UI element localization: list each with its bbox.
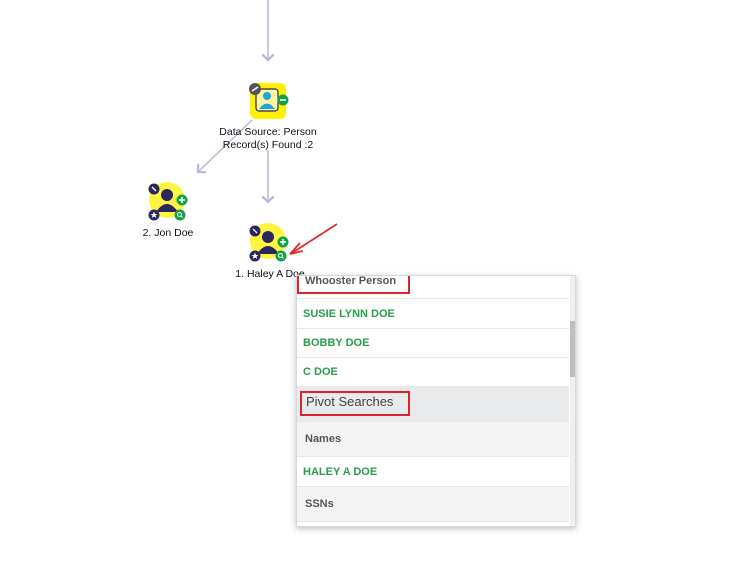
- pin-icon[interactable]: [249, 225, 261, 237]
- scrollbar-thumb[interactable]: [570, 321, 575, 377]
- popup-scrollbar[interactable]: [570, 276, 575, 526]
- jon-doe-label: 2. Jon Doe: [142, 227, 194, 239]
- edge-to-jon: [198, 119, 253, 172]
- pivot-searches-label: Pivot Searches: [306, 394, 394, 409]
- link-icon[interactable]: [249, 83, 261, 95]
- star-icon[interactable]: [148, 209, 160, 221]
- annotation-box: [297, 276, 410, 294]
- menu-item-susie-lynn-doe[interactable]: SUSIE LYNN DOE: [297, 300, 569, 329]
- haley-a-doe-label: 1. Haley A Doe: [235, 268, 305, 280]
- data-source-label-line1: Data Source: Person: [219, 126, 317, 138]
- data-source-label-line2: Record(s) Found :2: [222, 139, 314, 151]
- data-source-label: Data Source: Person Record(s) Found :2: [208, 126, 328, 152]
- whooster-person-label: Whooster Person: [305, 275, 397, 287]
- expand-plus-icon[interactable]: [277, 236, 289, 248]
- menu-item-haley-a-doe[interactable]: HALEY A DOE: [297, 457, 569, 487]
- search-icon[interactable]: [275, 250, 287, 262]
- search-icon[interactable]: [174, 209, 186, 221]
- pivot-searches-header: Pivot Searches: [297, 387, 569, 422]
- person-avatar-icon: [257, 231, 279, 254]
- collapse-minus-icon[interactable]: [277, 94, 289, 106]
- context-popup-menu[interactable]: Whooster Person SUSIE LYNN DOE BOBBY DOE…: [296, 275, 576, 527]
- haley-a-doe-node[interactable]: [249, 223, 289, 262]
- ssns-category-header[interactable]: SSNs: [297, 487, 569, 522]
- annotation-box: [300, 391, 410, 416]
- pin-icon[interactable]: [148, 183, 160, 195]
- person-icon: [259, 92, 275, 109]
- expand-plus-icon[interactable]: [176, 194, 188, 206]
- person-avatar-icon: [156, 189, 178, 212]
- data-source-node[interactable]: [249, 83, 289, 119]
- names-category-header[interactable]: Names: [297, 422, 569, 457]
- star-icon[interactable]: [249, 250, 261, 262]
- menu-item-c-doe[interactable]: C DOE: [297, 358, 569, 387]
- whooster-person-header: Whooster Person: [297, 276, 569, 299]
- menu-item-bobby-doe[interactable]: BOBBY DOE: [297, 329, 569, 358]
- annotation-arrow: [289, 223, 338, 255]
- jon-doe-node[interactable]: [148, 182, 188, 221]
